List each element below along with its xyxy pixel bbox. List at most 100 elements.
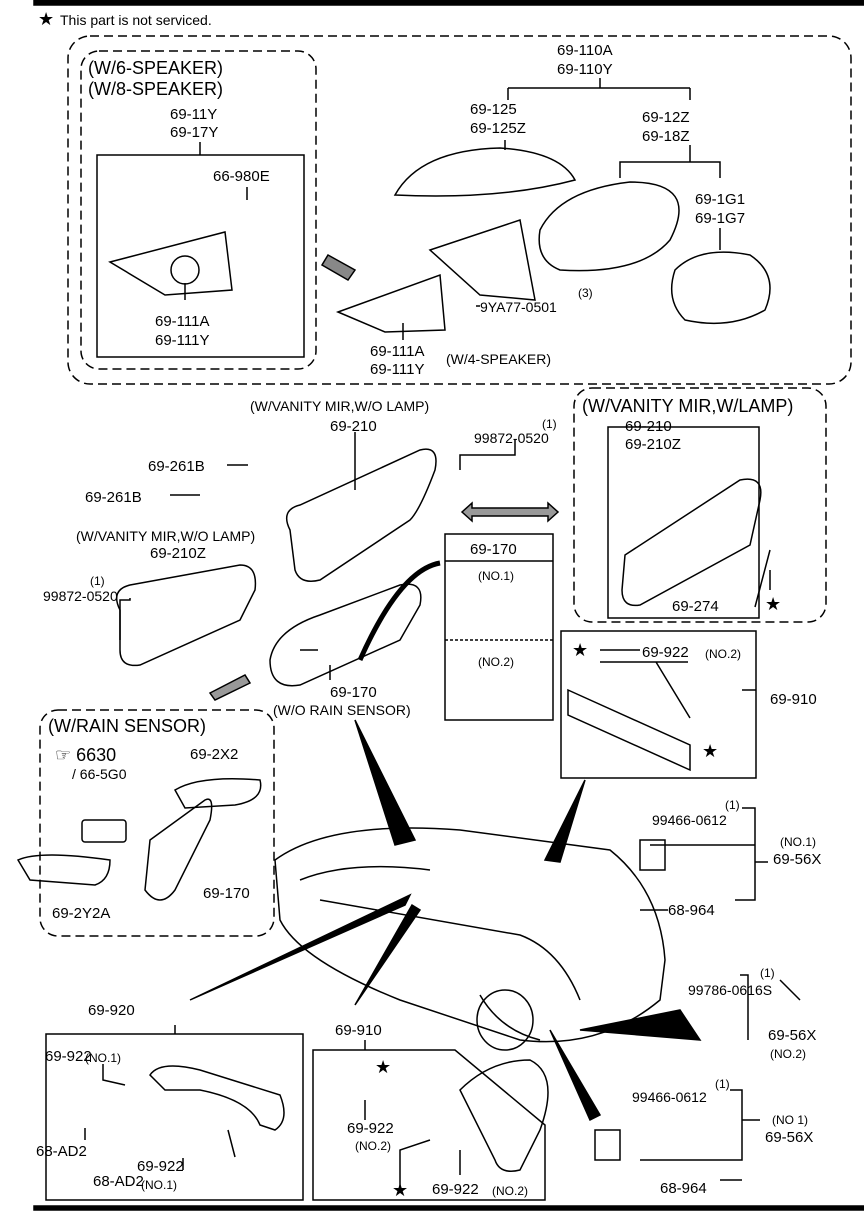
- variant-label: (NO.1): [780, 835, 816, 849]
- mirror-housing-shape: [538, 181, 680, 272]
- quantity: (3): [578, 286, 593, 300]
- part-number[interactable]: 69-922: [642, 644, 689, 661]
- star-icon: ★: [572, 640, 589, 660]
- part-number[interactable]: 66-980E: [213, 168, 270, 185]
- part-number[interactable]: / 66-5G0: [72, 766, 127, 782]
- part-number[interactable]: 69-920: [88, 1002, 135, 1019]
- part-number[interactable]: 69-274: [672, 598, 719, 615]
- part-number[interactable]: 69-1G7: [695, 210, 746, 227]
- star-icon: ★: [702, 741, 719, 761]
- group-label: (W/4-SPEAKER): [446, 351, 552, 367]
- garnish-4spk-shape: [335, 273, 446, 333]
- part-number[interactable]: 69-111A: [370, 343, 425, 360]
- part-number[interactable]: 69-125: [470, 101, 517, 118]
- part-number[interactable]: 69-11Y: [170, 106, 218, 123]
- top-rule: [33, 0, 864, 6]
- part-number[interactable]: 69-210Z: [150, 545, 206, 562]
- part-number[interactable]: 99872-0520: [474, 430, 549, 446]
- star-icon: ★: [375, 1057, 392, 1077]
- part-number[interactable]: 69-210Z: [625, 436, 681, 453]
- part-number[interactable]: 99786-0616S: [688, 982, 773, 998]
- part-number[interactable]: 69-18Z: [642, 128, 690, 145]
- reference-number[interactable]: 6630: [76, 745, 117, 765]
- part-number[interactable]: 69-922: [137, 1158, 184, 1175]
- part-number[interactable]: 69-922: [347, 1120, 394, 1137]
- part-number[interactable]: 69-12Z: [642, 109, 690, 126]
- part-number[interactable]: 69-17Y: [170, 124, 219, 141]
- mirror-group-border: [67, 35, 852, 385]
- speaker-group-border: [80, 50, 317, 370]
- part-number[interactable]: 69-261B: [85, 489, 142, 506]
- group-label: (W/VANITY MIR,W/LAMP): [582, 396, 794, 416]
- notice-text: This part is not serviced.: [60, 12, 212, 28]
- part-number[interactable]: 69-111Y: [155, 332, 210, 349]
- part-number[interactable]: 69-56X: [768, 1027, 817, 1044]
- variant-label: (NO 1): [772, 1113, 808, 1127]
- variant-label: (NO.2): [478, 655, 514, 669]
- group-label: (W/VANITY MIR,W/O LAMP): [250, 398, 430, 414]
- part-number[interactable]: 68-964: [660, 1180, 707, 1197]
- group-label: (W/VANITY MIR,W/O LAMP): [76, 528, 256, 544]
- part-number[interactable]: 69-110A: [557, 42, 613, 59]
- mirror-glass-shape: [670, 251, 771, 325]
- part-number[interactable]: 69-910: [770, 691, 817, 708]
- quantity: (1): [542, 417, 557, 431]
- part-number[interactable]: 99872-0520: [43, 588, 118, 604]
- part-number[interactable]: 68-964: [668, 902, 715, 919]
- variant-label: (NO.2): [355, 1139, 391, 1153]
- part-number[interactable]: 99466-0612: [632, 1089, 707, 1105]
- group-label: (W/O RAIN SENSOR): [273, 702, 411, 718]
- part-number[interactable]: 99466-0612: [652, 812, 727, 828]
- quantity: (1): [90, 574, 105, 588]
- part-number[interactable]: 69-210: [625, 418, 672, 435]
- part-number[interactable]: 69-111Y: [370, 361, 425, 378]
- part-number[interactable]: 69-910: [335, 1022, 382, 1039]
- reference-label: ☞ 6630: [55, 745, 117, 765]
- variant-label: (NO.1): [141, 1178, 177, 1192]
- part-number[interactable]: 69-2X2: [190, 746, 239, 763]
- part-number[interactable]: 69-170: [203, 885, 250, 902]
- visor-z-shape: [115, 564, 257, 667]
- part-number[interactable]: 69-56X: [765, 1129, 814, 1146]
- lamp-visor-box: [607, 426, 760, 619]
- bottom-rule: [33, 1205, 864, 1211]
- part-number[interactable]: 69-111A: [155, 313, 210, 330]
- part-number[interactable]: 68-AD2: [93, 1173, 144, 1190]
- quantity: (1): [760, 966, 775, 980]
- part-number[interactable]: 69-110Y: [557, 61, 613, 78]
- quantity: (1): [715, 1077, 730, 1091]
- part-number[interactable]: 69-170: [470, 541, 517, 558]
- rain-cover-top-shape: [173, 778, 262, 809]
- rain-mirror-shape: [144, 798, 213, 901]
- variant-label: (NO.1): [478, 569, 514, 583]
- group-label: (W/RAIN SENSOR): [48, 716, 207, 736]
- star-icon: ★: [38, 9, 55, 29]
- car-body-shape: [274, 827, 666, 1043]
- part-number[interactable]: 69-1G1: [695, 191, 746, 208]
- part-number[interactable]: 69-261B: [148, 458, 205, 475]
- part-number[interactable]: 68-AD2: [36, 1143, 87, 1160]
- hook-shape: [594, 1129, 621, 1161]
- part-number[interactable]: 69-56X: [773, 851, 822, 868]
- rain-sensor-group-border: [39, 709, 275, 937]
- rearview-mirror-shape: [269, 583, 422, 687]
- rain-sensor-shape: [81, 819, 127, 843]
- grip-rear-box: [560, 630, 757, 779]
- grip-rail-shape: [567, 688, 691, 772]
- part-number[interactable]: 69-170: [330, 684, 377, 701]
- part-number[interactable]: 69-922: [45, 1048, 92, 1065]
- visor-shape: [285, 448, 437, 582]
- part-number[interactable]: 69-210: [330, 418, 377, 435]
- part-number[interactable]: 69-125Z: [470, 120, 526, 137]
- rain-cover-bottom-shape: [16, 854, 111, 886]
- grip-910-box: [312, 1049, 546, 1201]
- part-number[interactable]: 9YA77-0501: [480, 299, 557, 315]
- variant-label: (NO.1): [85, 1051, 121, 1065]
- part-number[interactable]: 69-922: [432, 1181, 479, 1198]
- variant-label: (NO.2): [705, 647, 741, 661]
- hook-shape-upper: [639, 839, 666, 871]
- part-number[interactable]: 69-2Y2A: [52, 905, 111, 922]
- star-icon: ★: [765, 594, 782, 614]
- group-label: (W/8-SPEAKER): [88, 79, 224, 99]
